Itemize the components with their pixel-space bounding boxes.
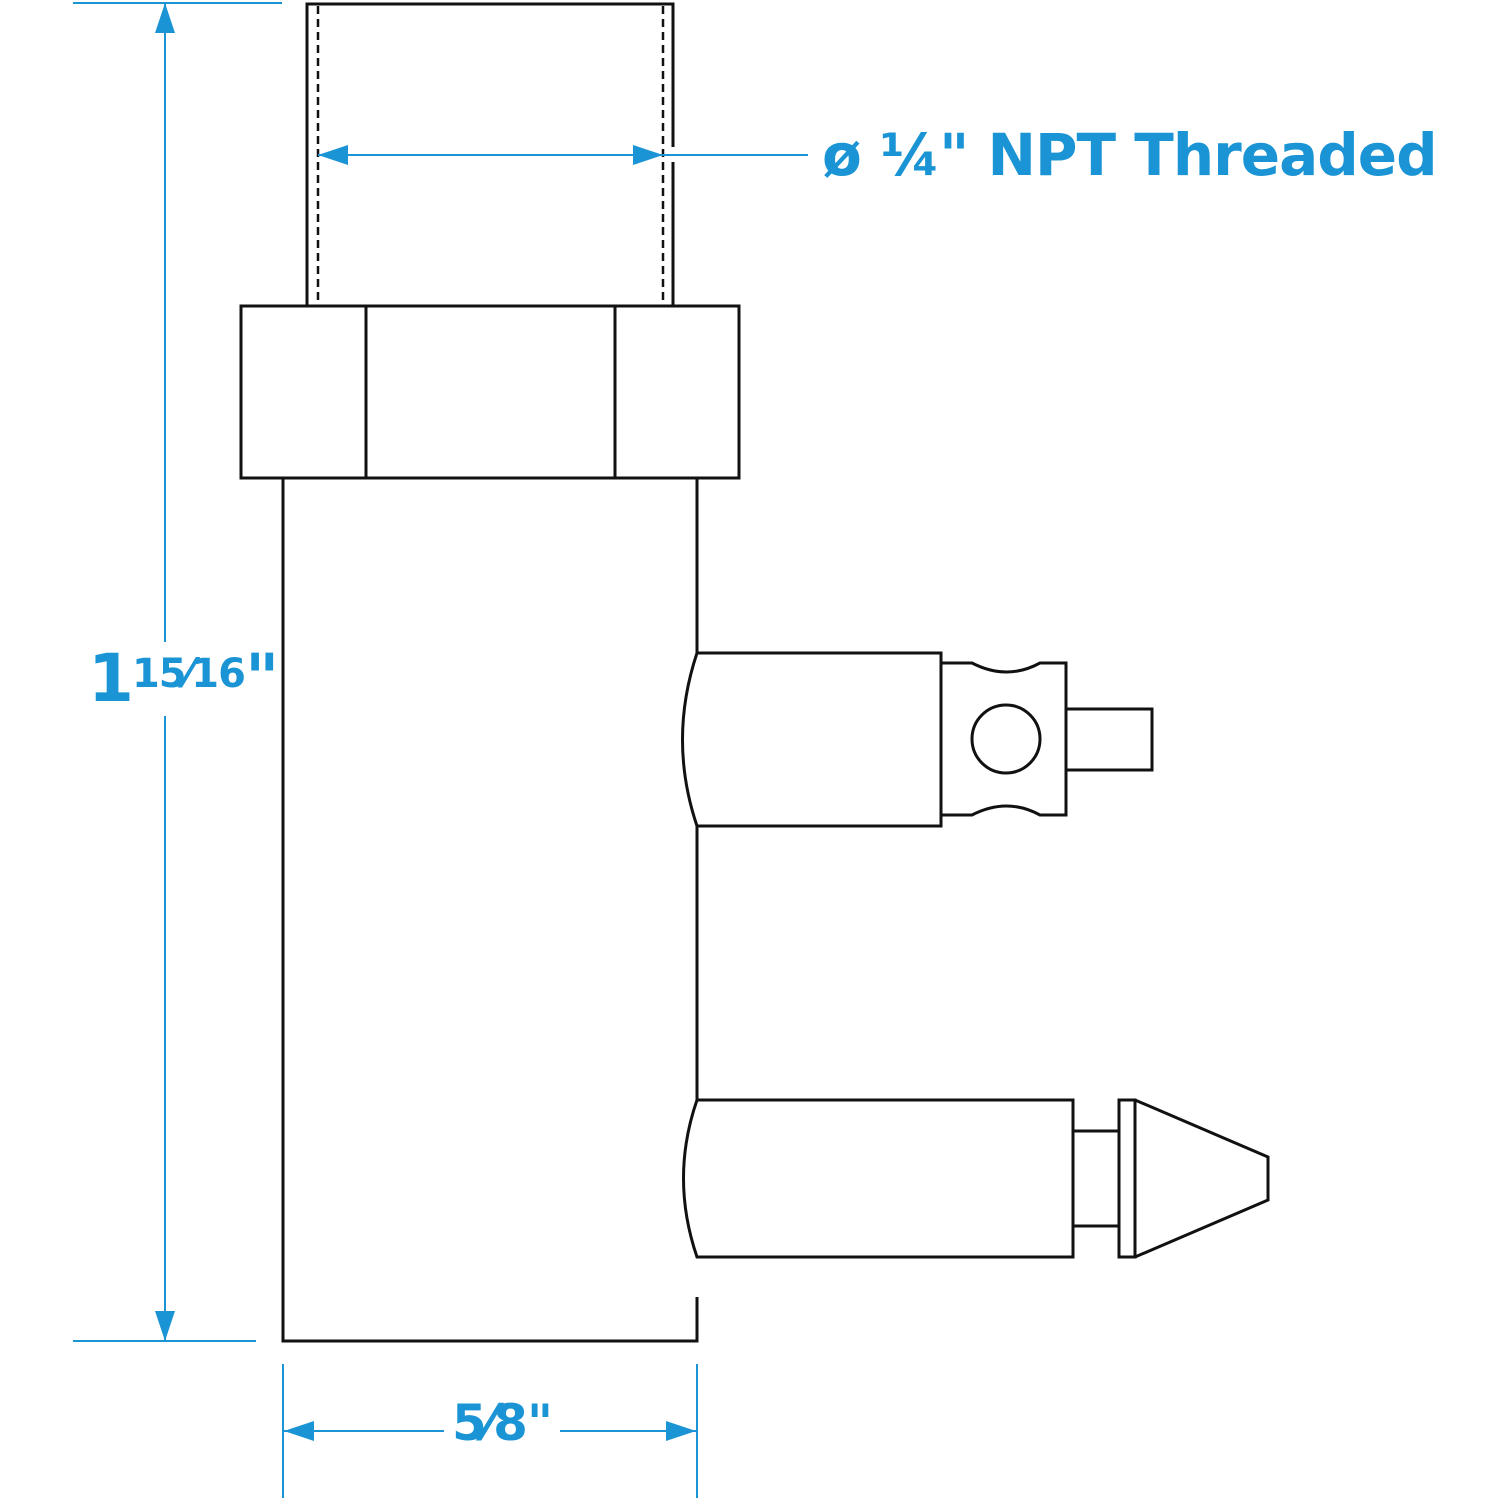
main-body [281, 478, 699, 1343]
width-label: 5⁄8" [444, 1398, 560, 1448]
upper-side-port [681, 651, 943, 828]
cross-hole [970, 703, 1042, 775]
upper-port-collar [941, 661, 1068, 817]
upper-port-tip [1064, 707, 1154, 772]
height-fraction: 15⁄16 [131, 651, 246, 697]
lower-side-port [682, 1098, 1075, 1259]
hex-nut [239, 304, 741, 480]
height-whole: 1 [88, 640, 134, 717]
height-unit: " [244, 640, 279, 717]
lower-port-neck [1073, 1129, 1119, 1228]
thread-size-label: ø ¼" NPT Threaded [822, 121, 1438, 189]
height-label: 115⁄16" [86, 642, 279, 716]
lower-port-barb [1117, 1098, 1270, 1259]
width-fraction: 5⁄8 [452, 1394, 528, 1452]
width-unit: " [526, 1394, 553, 1452]
